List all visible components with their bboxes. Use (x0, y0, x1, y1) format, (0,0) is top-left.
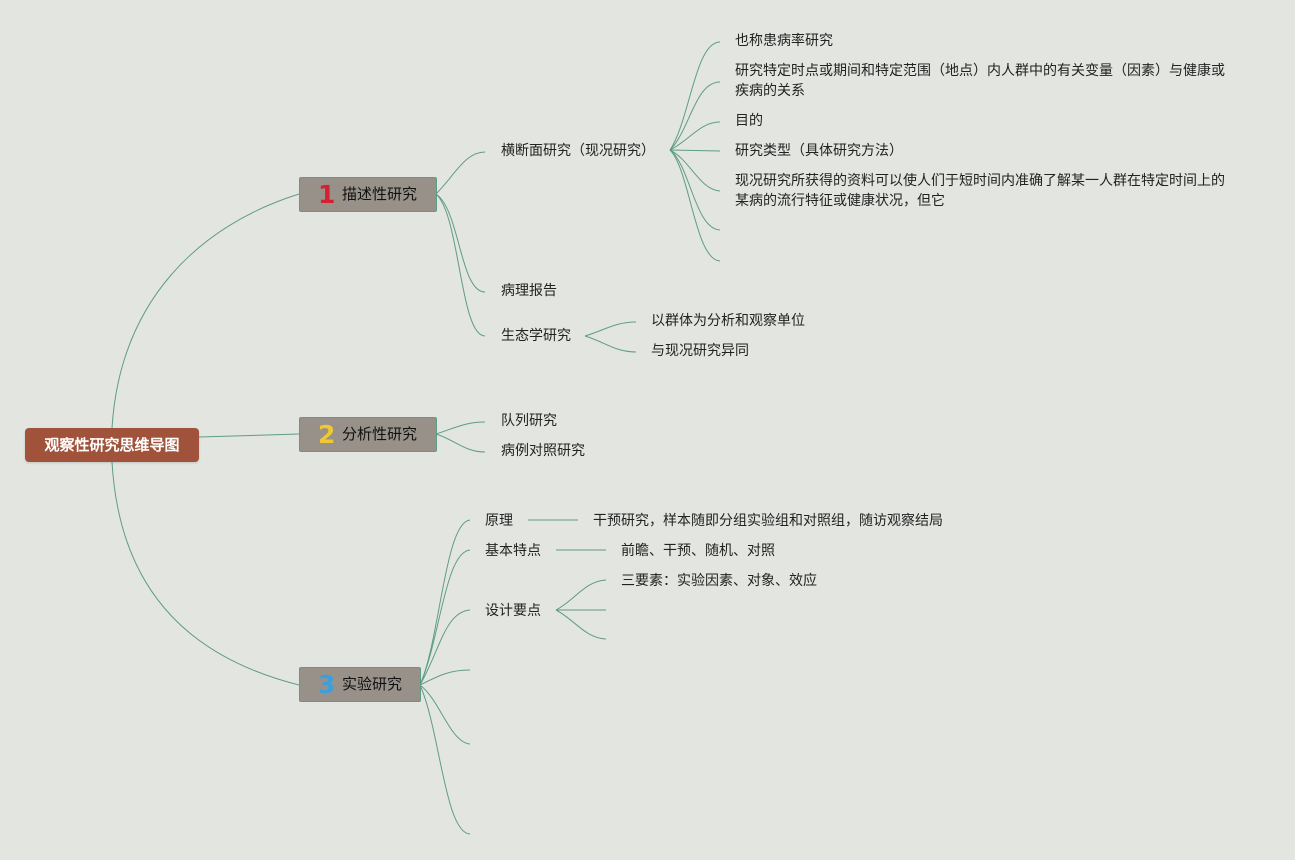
node-cross-item[interactable]: 研究类型（具体研究方法） (735, 143, 903, 159)
node-features-text[interactable]: 前瞻、干预、随机、对照 (621, 543, 775, 559)
topic-experimental[interactable]: 3 实验研究 (299, 667, 421, 702)
topic-analytic[interactable]: 2 分析性研究 (299, 417, 437, 452)
number-1-icon: 1 (318, 180, 336, 209)
node-features[interactable]: 基本特点 (485, 543, 541, 559)
topic-descriptive[interactable]: 1 描述性研究 (299, 177, 437, 212)
node-cross-item[interactable]: 目的 (735, 113, 763, 129)
node-eco-item[interactable]: 以群体为分析和观察单位 (651, 313, 805, 329)
topic-label: 描述性研究 (342, 185, 418, 203)
node-case-report[interactable]: 病理报告 (501, 283, 557, 299)
topic-label: 实验研究 (342, 675, 403, 693)
number-2-icon: 2 (318, 420, 336, 449)
node-cohort[interactable]: 队列研究 (501, 413, 557, 429)
node-cross-item[interactable]: 也称患病率研究 (735, 33, 833, 49)
node-cross-item[interactable]: 现况研究所获得的资料可以使人们于短时间内准确了解某一人群在特定时间上的某病的流行… (735, 173, 1225, 209)
node-ecological[interactable]: 生态学研究 (501, 328, 571, 344)
node-case-control[interactable]: 病例对照研究 (501, 443, 585, 459)
node-principle-text[interactable]: 干预研究，样本随即分组实验组和对照组，随访观察结局 (593, 513, 943, 529)
number-3-icon: 3 (318, 670, 336, 699)
root-node[interactable]: 观察性研究思维导图 (25, 428, 199, 462)
node-cross-item[interactable]: 研究特定时点或期间和特定范围（地点）内人群中的有关变量（因素）与健康或疾病的关系 (735, 63, 1225, 99)
node-design-item[interactable]: 三要素：实验因素、对象、效应 (621, 573, 817, 589)
node-design[interactable]: 设计要点 (485, 603, 541, 619)
node-cross-sectional[interactable]: 横断面研究（现况研究） (501, 143, 655, 159)
node-eco-item[interactable]: 与现况研究异同 (651, 343, 749, 359)
topic-label: 分析性研究 (342, 425, 418, 443)
node-principle[interactable]: 原理 (485, 513, 513, 529)
